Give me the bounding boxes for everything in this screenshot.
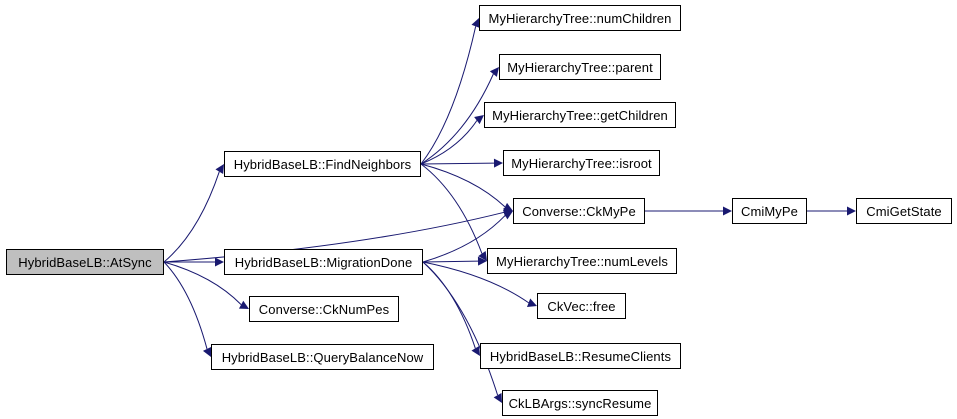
- graph-node-resumeclients[interactable]: HybridBaseLB::ResumeClients: [480, 343, 681, 369]
- graph-node-cmigetstate[interactable]: CmiGetState: [856, 198, 952, 224]
- graph-edge-atsync-to-migrationdone: [164, 257, 224, 267]
- graph-node-ckmype[interactable]: Converse::CkMyPe: [513, 198, 645, 224]
- arrow-head-icon: [526, 298, 537, 307]
- arrow-head-icon: [502, 202, 513, 211]
- graph-edge-migrationdone-to-resumeclients: [422, 261, 480, 356]
- graph-edge-findneighbors-to-getchildren: [420, 115, 484, 165]
- graph-node-label: MyHierarchyTree::numChildren: [488, 10, 672, 26]
- graph-node-label: HybridBaseLB::ResumeClients: [489, 348, 672, 364]
- arrow-head-icon: [493, 392, 502, 403]
- graph-node-numchildren[interactable]: MyHierarchyTree::numChildren: [479, 5, 681, 31]
- arrow-head-icon: [847, 206, 856, 216]
- arrow-head-icon: [238, 300, 249, 309]
- graph-node-numlevels[interactable]: MyHierarchyTree::numLevels: [487, 248, 677, 274]
- arrow-head-icon: [502, 211, 513, 220]
- graph-node-parent[interactable]: MyHierarchyTree::parent: [499, 54, 661, 80]
- graph-node-syncresume[interactable]: CkLBArgs::syncResume: [502, 390, 658, 416]
- graph-edge-migrationdone-to-syncresume: [422, 261, 502, 403]
- graph-node-label: Converse::CkNumPes: [258, 301, 390, 317]
- graph-node-migrationdone[interactable]: HybridBaseLB::MigrationDone: [224, 249, 423, 275]
- graph-node-cknumpes[interactable]: Converse::CkNumPes: [249, 296, 399, 322]
- graph-node-atsync[interactable]: HybridBaseLB::AtSync: [6, 249, 164, 275]
- graph-edge-migrationdone-to-numlevels: [422, 256, 487, 266]
- graph-edge-ckmype-to-cmimype: [645, 206, 732, 216]
- graph-node-label: MyHierarchyTree::numLevels: [496, 253, 668, 269]
- graph-node-getchildren[interactable]: MyHierarchyTree::getChildren: [484, 102, 676, 128]
- graph-node-label: HybridBaseLB::FindNeighbors: [233, 156, 412, 172]
- arrow-head-icon: [489, 67, 499, 77]
- arrow-head-icon: [474, 115, 484, 125]
- arrow-head-icon: [493, 158, 503, 168]
- graph-node-isroot[interactable]: MyHierarchyTree::isroot: [503, 150, 660, 176]
- arrow-head-icon: [471, 345, 480, 356]
- graph-node-label: HybridBaseLB::QueryBalanceNow: [221, 349, 424, 365]
- arrow-head-icon: [477, 256, 487, 266]
- graph-edge-atsync-to-findneighbors: [163, 164, 224, 263]
- graph-node-cmimype[interactable]: CmiMyPe: [732, 198, 807, 224]
- arrow-head-icon: [723, 206, 732, 216]
- graph-node-label: CkLBArgs::syncResume: [508, 395, 652, 411]
- graph-edge-findneighbors-to-numchildren: [420, 18, 480, 165]
- graph-node-label: CmiMyPe: [740, 203, 799, 219]
- arrow-head-icon: [215, 164, 224, 175]
- graph-node-label: MyHierarchyTree::isroot: [511, 155, 652, 171]
- graph-node-label: CkVec::free: [547, 298, 616, 314]
- graph-node-label: CmiGetState: [866, 203, 942, 219]
- graph-node-label: MyHierarchyTree::parent: [507, 59, 653, 75]
- graph-edge-cmimype-to-cmigetstate: [807, 206, 856, 216]
- graph-edge-findneighbors-to-ckmype: [420, 163, 513, 211]
- graph-node-label: HybridBaseLB::AtSync: [18, 254, 152, 270]
- graph-edge-findneighbors-to-isroot: [420, 158, 503, 168]
- graph-edge-atsync-to-querybalance: [163, 261, 212, 357]
- graph-node-findneighbors[interactable]: HybridBaseLB::FindNeighbors: [224, 151, 421, 177]
- graph-edge-findneighbors-to-numlevels: [420, 163, 487, 261]
- graph-node-ckvecfree[interactable]: CkVec::free: [537, 293, 626, 319]
- arrow-head-icon: [215, 257, 224, 267]
- graph-node-querybalance[interactable]: HybridBaseLB::QueryBalanceNow: [211, 344, 434, 370]
- graph-node-label: MyHierarchyTree::getChildren: [492, 107, 668, 123]
- arrow-head-icon: [202, 346, 212, 357]
- graph-node-label: Converse::CkMyPe: [522, 203, 636, 219]
- graph-node-label: HybridBaseLB::MigrationDone: [234, 254, 413, 270]
- arrow-head-icon: [478, 251, 487, 261]
- arrow-head-icon: [503, 207, 513, 217]
